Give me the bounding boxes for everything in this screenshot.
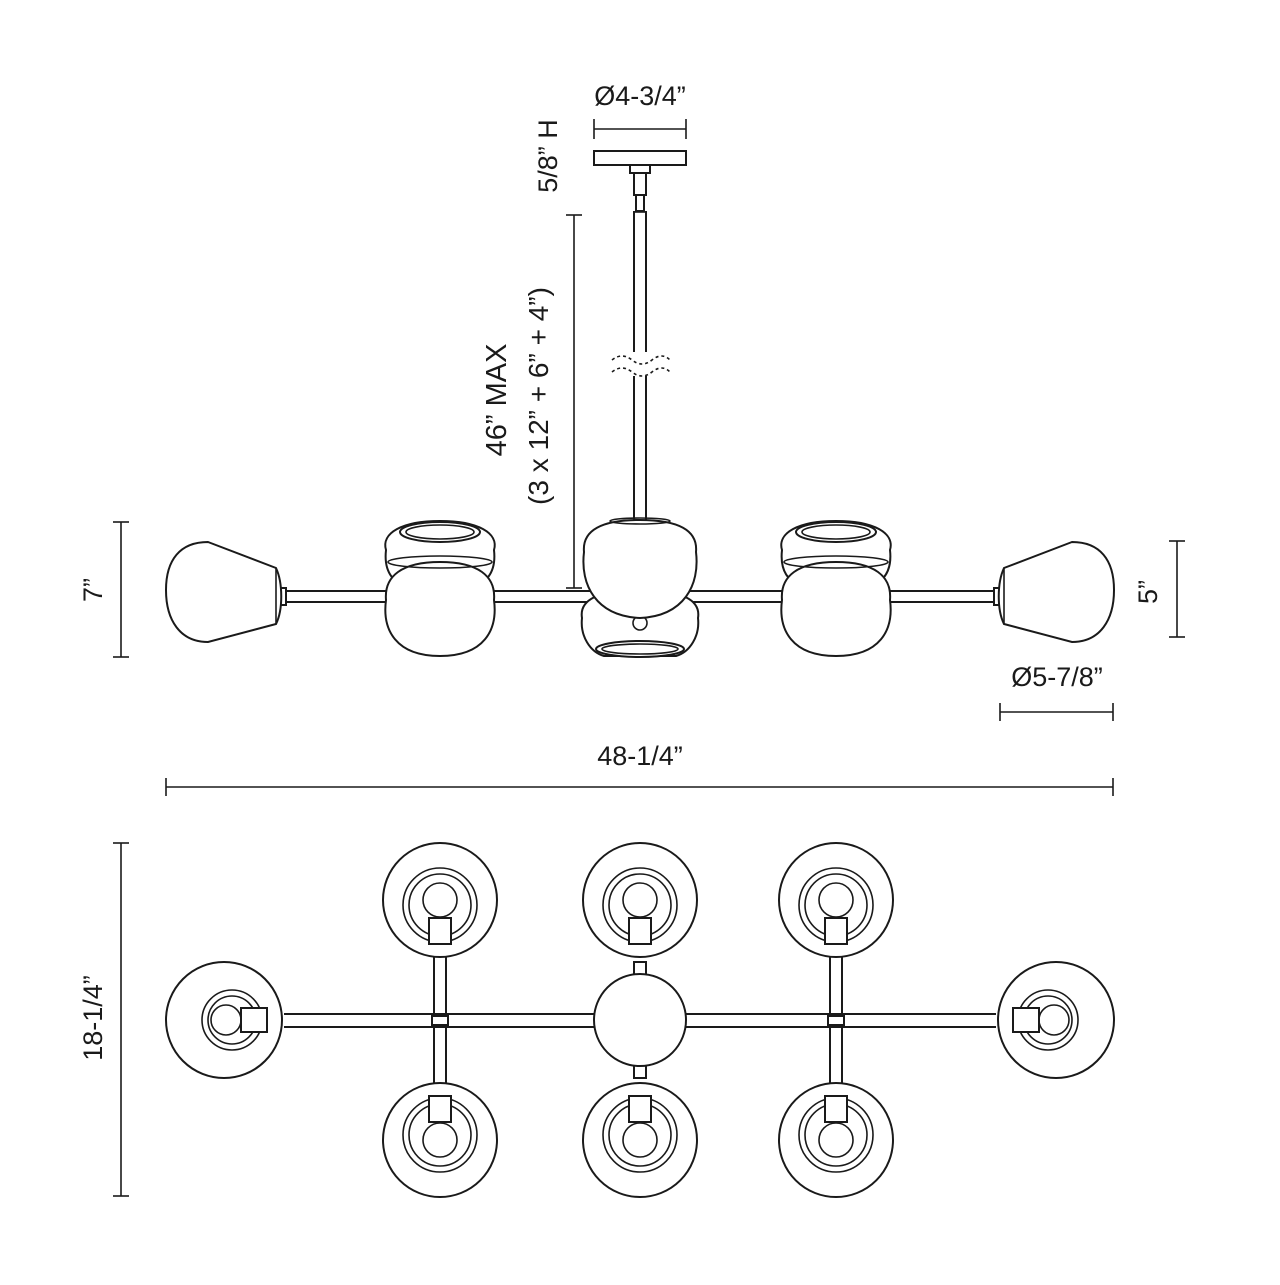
end-shade-right bbox=[997, 540, 1116, 644]
shade-diameter-label: Ø5-7/8” bbox=[1011, 662, 1103, 692]
plan-shade-lower-center bbox=[582, 1082, 698, 1198]
plan-shade-lower-left bbox=[382, 1082, 498, 1198]
max-height-label: 46” MAX bbox=[481, 344, 513, 457]
center-hub bbox=[593, 973, 687, 1067]
downrod bbox=[611, 211, 671, 525]
overall-width-dimension-line bbox=[165, 778, 1114, 796]
fixture-height-label: 7” bbox=[78, 578, 108, 602]
plan-shade-upper-center bbox=[582, 842, 698, 958]
plan-shade-lower-right bbox=[778, 1082, 894, 1198]
overall-depth-dimension-line bbox=[113, 842, 129, 1197]
plan-shade-upper-left bbox=[382, 842, 498, 958]
end-shade-left bbox=[164, 540, 283, 644]
plan-shade-end-left bbox=[165, 961, 283, 1079]
max-height-dimension-line bbox=[566, 214, 582, 589]
front-shade-right bbox=[780, 555, 892, 658]
side-elevation-view: Ø4-3/4” 5/8” H 46” MA bbox=[78, 81, 1185, 796]
plan-shade-end-right bbox=[997, 961, 1115, 1079]
overall-depth-label: 18-1/4” bbox=[78, 975, 108, 1061]
canopy bbox=[593, 150, 687, 212]
shade-diameter-dimension-line bbox=[999, 703, 1114, 721]
rod-composition-label: (3 x 12” + 6” + 4”) bbox=[523, 287, 554, 505]
plan-shade-upper-right bbox=[778, 842, 894, 958]
fixture-height-dimension-line bbox=[113, 521, 129, 658]
top-plan-view: 18-1/4” bbox=[78, 842, 1115, 1198]
overall-width-label: 48-1/4” bbox=[597, 741, 683, 771]
shade-height-label: 5” bbox=[1133, 580, 1163, 604]
front-shade-center bbox=[582, 517, 698, 620]
canopy-height-label: 5/8” H bbox=[533, 119, 563, 193]
front-shade-left bbox=[384, 555, 496, 658]
canopy-diameter-label: Ø4-3/4” bbox=[594, 81, 686, 111]
canopy-diameter-dimension-line bbox=[593, 119, 687, 139]
shade-height-dimension-line bbox=[1169, 540, 1185, 638]
